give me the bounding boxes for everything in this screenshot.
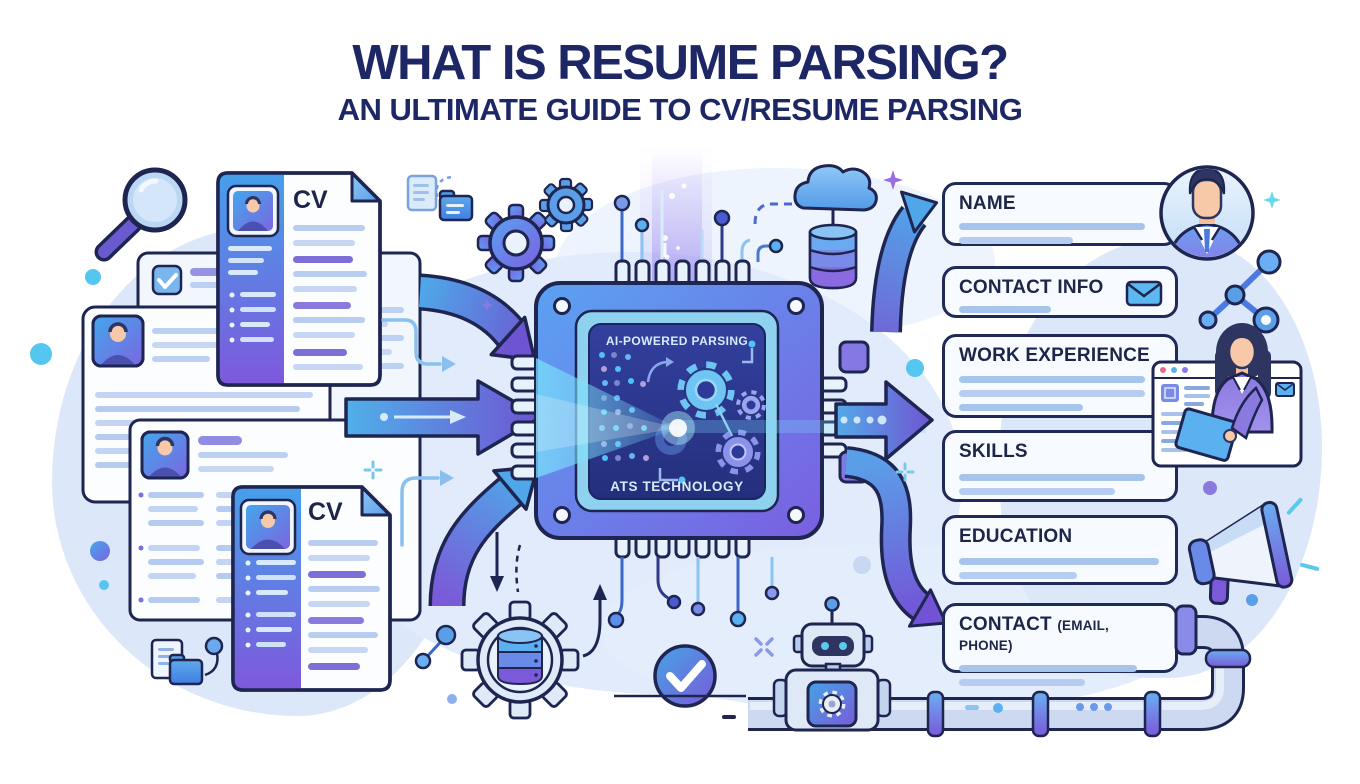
field-box-name: NAME	[942, 182, 1178, 246]
chip-trace-dot	[748, 340, 756, 348]
cv-label: CV	[293, 186, 328, 214]
chip-connector-block	[838, 340, 870, 374]
gear-icon	[677, 361, 735, 419]
chip-trace-dot	[678, 476, 686, 484]
cv-label: CV	[308, 498, 343, 526]
field-line	[959, 557, 1159, 565]
small-up-arrow	[582, 584, 607, 658]
page-title: WHAT IS RESUME PARSING?	[352, 36, 1009, 90]
document-transfer-icon	[406, 174, 474, 222]
field-label: CONTACT (EMAIL, PHONE)	[959, 615, 1161, 655]
field-line	[959, 487, 1115, 495]
field-line	[959, 473, 1145, 481]
circuit-traces-top	[613, 190, 796, 262]
field-label-main: CONTACT	[959, 614, 1052, 635]
field-label: NAME	[959, 193, 1016, 214]
gear-icon	[476, 203, 556, 283]
page-subtitle: AN ULTIMATE GUIDE TO CV/RESUME PARSING	[337, 91, 1023, 127]
field-line	[959, 389, 1145, 397]
field-box-contact-info: CONTACT INFO	[942, 266, 1178, 318]
crosshair-sparkle-icon	[363, 460, 915, 482]
flow-arrowhead	[440, 470, 454, 486]
small-down-arrow	[490, 532, 522, 593]
field-line	[959, 403, 1083, 411]
chip-trace	[658, 468, 678, 482]
laser-beam	[536, 358, 926, 478]
cv-document-icon	[231, 485, 392, 692]
molecule-icon	[414, 624, 457, 670]
output-arrow-middle	[834, 380, 934, 461]
chip-curl-arrowhead	[666, 357, 674, 367]
field-line	[959, 678, 1085, 686]
field-line	[959, 236, 1073, 244]
field-line	[959, 222, 1145, 230]
circuit-traces-bottom	[607, 557, 780, 629]
decorative-dots	[30, 269, 924, 704]
chip-trace	[742, 348, 754, 364]
output-arrow-bottom	[843, 446, 948, 628]
gear-icon	[538, 177, 594, 233]
cv-document-icon	[216, 171, 382, 387]
field-box-skills: SKILLS	[942, 430, 1178, 502]
gear-icon	[715, 429, 761, 475]
database-icon	[497, 628, 543, 686]
field-line	[959, 664, 1137, 672]
field-label: CONTACT INFO	[959, 277, 1104, 298]
field-label: EDUCATION	[959, 526, 1073, 547]
field-box-education: EDUCATION	[942, 515, 1178, 585]
field-box-contact: CONTACT (EMAIL, PHONE)	[942, 603, 1178, 686]
gear-database-icon	[460, 600, 580, 720]
flow-arrow-icon	[381, 318, 442, 547]
output-arrow-top	[870, 190, 939, 333]
title-block: WHAT IS RESUME PARSING? AN ULTIMATE GUID…	[0, 38, 1360, 127]
field-line	[959, 571, 1077, 579]
field-line	[959, 305, 1051, 313]
database-icon	[808, 223, 858, 290]
chip-bottom-label: ATS TECHNOLOGY	[610, 479, 744, 494]
chip-curl-arrow	[646, 360, 667, 383]
cloud-icon	[793, 164, 878, 228]
sparkle-icon	[481, 170, 903, 311]
gear-icon	[818, 690, 846, 718]
gear-link-line	[714, 403, 734, 437]
gear-icon	[736, 390, 766, 420]
ground-dash	[722, 715, 736, 719]
envelope-icon	[1125, 280, 1163, 312]
ai-chip-icon	[510, 259, 870, 559]
flow-arrowhead	[442, 356, 456, 372]
field-box-work-experience: WORK EXPERIENCE	[942, 334, 1178, 418]
checkmark-circle-icon	[653, 644, 717, 708]
robot-icon	[772, 596, 892, 732]
chip-pins	[510, 259, 848, 559]
field-label: SKILLS	[959, 441, 1028, 462]
field-label-suffix: (EMAIL, PHONE)	[959, 618, 1110, 653]
document-transfer-icon	[150, 636, 224, 686]
magnifying-glass-icon	[94, 167, 188, 262]
field-label: WORK EXPERIENCE	[959, 345, 1150, 366]
chip-top-label: AI-POWERED PARSING	[605, 334, 749, 348]
input-arrow-top	[418, 273, 537, 362]
field-line	[959, 375, 1145, 383]
chip-screws	[553, 297, 805, 524]
input-arrow-middle	[344, 379, 543, 456]
x-sparkle-icon	[754, 637, 774, 657]
